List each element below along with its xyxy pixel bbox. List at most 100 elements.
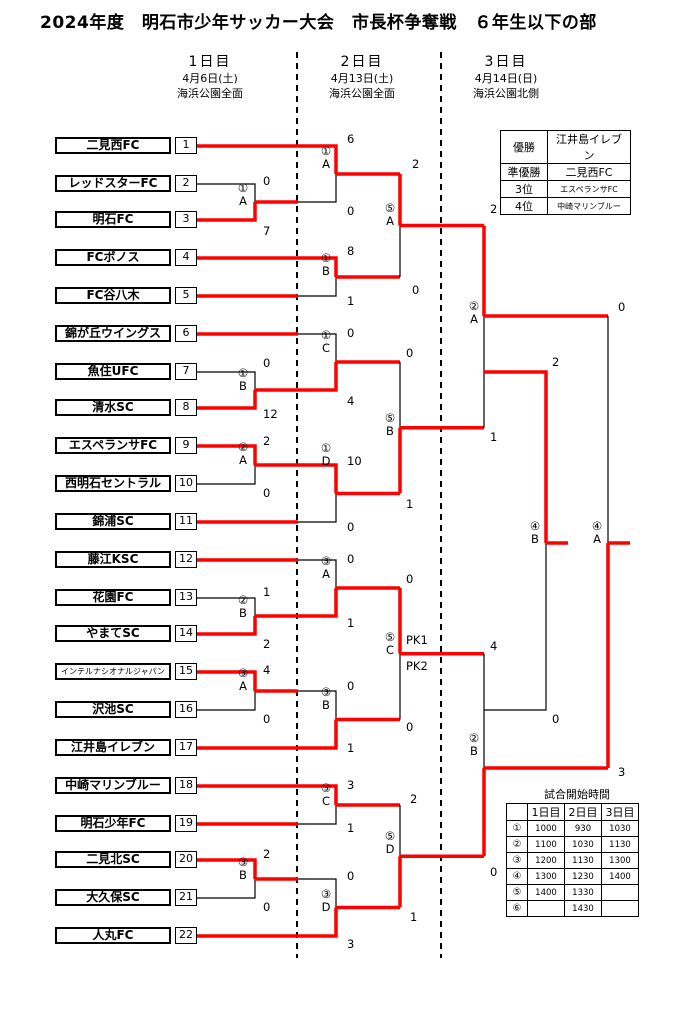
- bracket-line: [298, 362, 338, 392]
- day2-name: 2日目: [340, 54, 384, 70]
- bracket-line: [484, 543, 547, 711]
- bracket-line: [298, 463, 338, 494]
- team-name: 花園FC: [55, 589, 171, 606]
- bracket-line: [298, 333, 337, 362]
- score-label: 1: [347, 741, 354, 755]
- bracket-line: [298, 174, 337, 203]
- bracket-line: [298, 907, 338, 938]
- match-label: A: [239, 453, 247, 467]
- bracket-line: [298, 805, 337, 825]
- schedule-cell: 1200: [527, 852, 565, 869]
- score-label: 4: [263, 663, 270, 677]
- score-label: 1: [410, 910, 417, 924]
- schedule-cell: ⑤: [506, 884, 528, 901]
- match-label: A: [239, 194, 247, 208]
- match-label: ①: [321, 441, 331, 455]
- match-label: D: [322, 454, 331, 468]
- score-label: 0: [347, 204, 354, 218]
- score-label: 0: [406, 572, 413, 586]
- team-name: 人丸FC: [55, 927, 171, 944]
- match-label: A: [322, 567, 330, 581]
- schedule-header-cell: 3日目: [601, 803, 639, 821]
- team-name: 藤江KSC: [55, 551, 171, 568]
- day2-venue: 海浜公園全面: [329, 87, 395, 100]
- score-label: 10: [347, 454, 362, 468]
- match-label: ①: [238, 181, 248, 195]
- bracket-line: [298, 719, 338, 750]
- day2-header: 2日目 4月13日(土) 海浜公園全面: [302, 54, 422, 101]
- match-label: D: [322, 900, 331, 914]
- team-name: FCボノス: [55, 249, 171, 266]
- team-name: 二見西FC: [55, 137, 171, 154]
- match-label: A: [322, 157, 330, 171]
- schedule-cell: 1000: [527, 820, 565, 837]
- bracket-line: [197, 691, 256, 711]
- team-name: FC谷八木: [55, 287, 171, 304]
- bracket-line: [197, 465, 256, 485]
- bracket-line: [197, 371, 256, 390]
- match-label: ④: [530, 519, 540, 533]
- score-label: 1: [347, 616, 354, 630]
- match-label: C: [322, 794, 330, 808]
- bracket-line: [197, 670, 257, 691]
- bracket-line: [197, 879, 256, 899]
- schedule-cell: 1400: [527, 884, 565, 901]
- match-label: ⑤: [385, 829, 395, 843]
- score-label: 0: [406, 720, 413, 734]
- score-label: 12: [263, 407, 278, 421]
- score-label: 0: [263, 486, 270, 500]
- team-number: 20: [175, 851, 197, 868]
- bracket-line: [298, 588, 338, 618]
- schedule-cell: 1130: [601, 836, 639, 853]
- score-label: 4: [490, 639, 497, 653]
- schedule-cell: 930: [564, 820, 602, 837]
- schedule-cell: ①: [506, 820, 528, 837]
- match-label: ③: [238, 855, 248, 869]
- match-label: B: [239, 868, 247, 882]
- team-name: 魚住UFC: [55, 363, 171, 380]
- team-number: 4: [175, 249, 197, 266]
- bracket-line: [298, 878, 337, 908]
- score-label: 7: [263, 224, 270, 238]
- score-label: 0: [347, 552, 354, 566]
- schedule-cell: [601, 884, 639, 901]
- score-label: 8: [347, 244, 354, 258]
- score-label: 2: [412, 157, 419, 171]
- schedule-cell: 1130: [564, 852, 602, 869]
- score-label: 2: [263, 637, 270, 651]
- score-label: 2: [490, 202, 497, 216]
- ranking-rank: 4位: [500, 197, 548, 215]
- score-label: 1: [347, 821, 354, 835]
- score-label: 0: [263, 900, 270, 914]
- score-label: 0: [263, 174, 270, 188]
- score-label: 0: [263, 712, 270, 726]
- bracket-line: [197, 597, 256, 616]
- match-label: A: [239, 679, 247, 693]
- match-label: B: [239, 379, 247, 393]
- team-name: 二見北SC: [55, 851, 171, 868]
- match-label: A: [593, 532, 601, 546]
- score-label: 0: [263, 356, 270, 370]
- schedule-cell: ②: [506, 836, 528, 853]
- team-name: 大久保SC: [55, 889, 171, 906]
- match-label: ②: [238, 593, 248, 607]
- score-label: 0: [347, 869, 354, 883]
- match-label: ①: [321, 144, 331, 158]
- match-label: B: [322, 264, 330, 278]
- score-label: 3: [347, 937, 354, 951]
- team-name: 明石少年FC: [55, 815, 171, 832]
- team-number: 2: [175, 175, 197, 192]
- bracket-line: [298, 784, 338, 805]
- bracket-line: [197, 390, 257, 410]
- team-name: 清水SC: [55, 399, 171, 416]
- bracket-line: [298, 256, 338, 277]
- team-number: 16: [175, 701, 197, 718]
- team-number: 22: [175, 927, 197, 944]
- team-number: 12: [175, 551, 197, 568]
